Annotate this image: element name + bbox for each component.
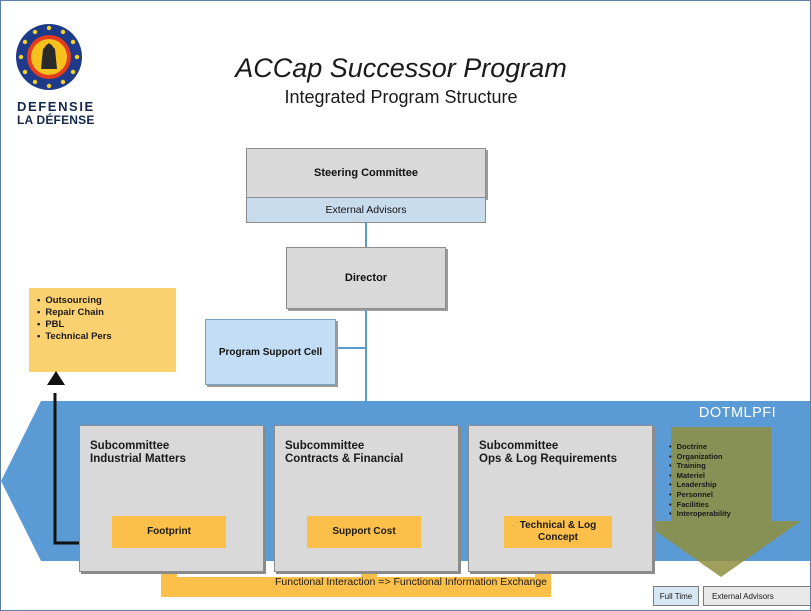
list-item: Outsourcing	[37, 295, 168, 307]
subcommittee-line2: Ops & Log Requirements	[479, 453, 618, 465]
connector-director-trunk	[365, 309, 367, 403]
logo-text-defensie: DEFENSIE	[17, 99, 95, 114]
legend-full-time: Full Time	[653, 586, 699, 606]
support-cost-box: Support Cost	[307, 516, 421, 548]
legend-full-time-label: Full Time	[659, 591, 693, 601]
interaction-arrow	[151, 541, 561, 597]
list-item: Technical Pers	[37, 331, 168, 343]
subcommittee-line1: Subcommittee	[285, 440, 365, 452]
list-item: Repair Chain	[37, 307, 168, 319]
subcommittee-ops-box: Subcommittee Ops & Log Requirements Tech…	[468, 425, 653, 572]
defense-seal-icon	[16, 24, 82, 90]
program-support-cell-box: Program Support Cell	[205, 319, 336, 385]
list-item: Personnel	[669, 490, 809, 500]
subcommittee-industrial-box: Subcommittee Industrial Matters Footprin…	[79, 425, 264, 572]
list-item: Materiel	[669, 471, 809, 481]
footprint-box: Footprint	[112, 516, 226, 548]
subcommittee-line2: Industrial Matters	[90, 453, 186, 465]
subcommittee-line1: Subcommittee	[90, 440, 170, 452]
connector-support-cell	[336, 347, 366, 349]
list-item: Doctrine	[669, 442, 809, 452]
technical-log-concept-box: Technical & Log Concept	[504, 516, 612, 548]
list-item: Facilities	[669, 500, 809, 510]
list-item: Training	[669, 461, 809, 471]
dotmlpfi-list: Doctrine Organization Training Materiel …	[669, 442, 809, 519]
list-item: Leadership	[669, 480, 809, 490]
dotmlpfi-header: DOTMLPFI	[663, 401, 810, 425]
footprint-label: Footprint	[147, 526, 191, 537]
dotmlpfi-title: DOTMLPFI	[698, 405, 777, 421]
logo-text-la-defense: LA DÉFENSE	[17, 113, 95, 127]
technical-log-concept-label: Technical & Log Concept	[519, 520, 597, 543]
list-item: Organization	[669, 452, 809, 462]
legend-external-advisors: External Advisors	[703, 586, 810, 606]
industrial-topics-list: Outsourcing Repair Chain PBL Technical P…	[37, 295, 168, 343]
legend-external-advisors-label: External Advisors	[712, 591, 774, 601]
program-support-cell-label: Program Support Cell	[218, 346, 323, 358]
subcommittee-line2: Contracts & Financial	[285, 453, 404, 465]
subcommittee-label: Subcommittee Industrial Matters	[90, 440, 186, 466]
interaction-label: Functional Interaction => Functional Inf…	[275, 576, 547, 588]
arrow-up-icon	[47, 371, 65, 385]
industrial-topics-box: Outsourcing Repair Chain PBL Technical P…	[29, 288, 176, 372]
connector-advisors-director	[365, 223, 367, 247]
external-advisors-label: External Advisors	[325, 204, 407, 216]
page-subtitle: Integrated Program Structure	[284, 87, 518, 107]
subcommittee-label: Subcommittee Ops & Log Requirements	[479, 440, 617, 466]
external-advisors-box: External Advisors	[246, 197, 486, 223]
steering-committee-box: Steering Committee	[246, 148, 486, 198]
support-cost-label: Support Cost	[332, 526, 396, 537]
list-item: PBL	[37, 319, 168, 331]
subcommittee-line1: Subcommittee	[479, 440, 559, 452]
page-title: ACCap Successor Program	[235, 53, 567, 83]
defensie-logo: DEFENSIE LA DÉFENSE	[15, 19, 105, 139]
director-label: Director	[344, 272, 388, 284]
subcommittee-label: Subcommittee Contracts & Financial	[285, 440, 403, 466]
director-box: Director	[286, 247, 446, 309]
steering-committee-label: Steering Committee	[314, 167, 418, 179]
list-item: Interoperability	[669, 509, 809, 519]
subcommittee-contracts-box: Subcommittee Contracts & Financial Suppo…	[274, 425, 459, 572]
